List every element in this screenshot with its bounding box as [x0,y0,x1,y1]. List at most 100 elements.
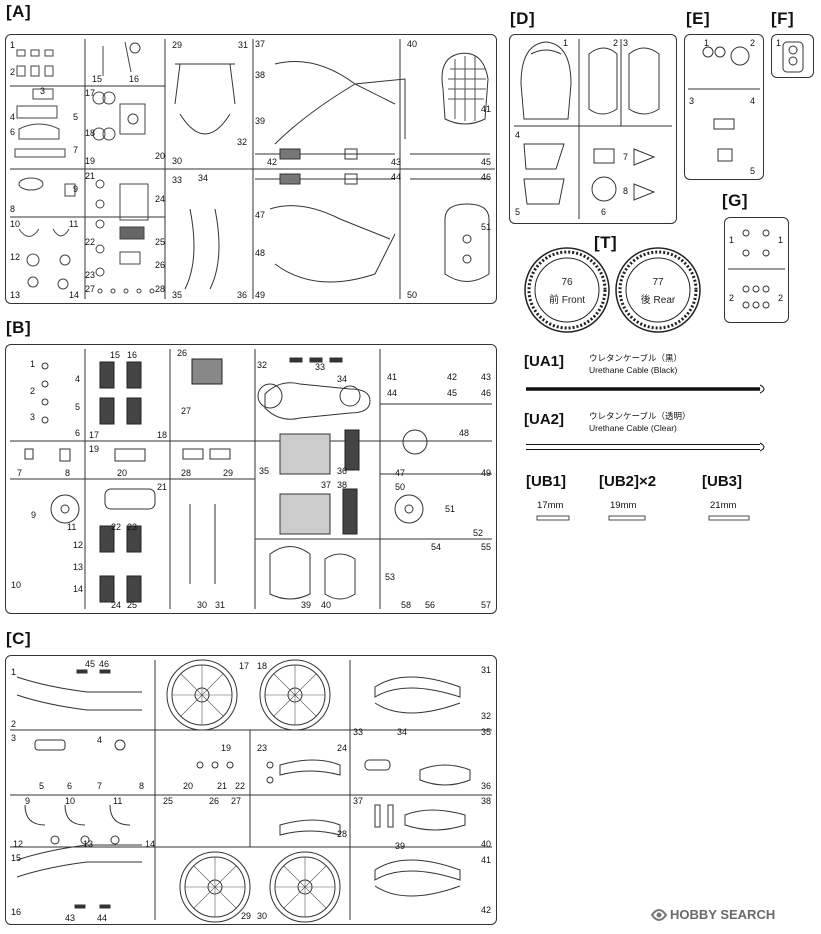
b-num-37: 37 [321,480,332,490]
a-num-45: 45 [481,157,492,167]
tube-ub1-size: 17mm [537,500,564,511]
b-num-27: 27 [181,406,192,416]
tire-rear-number: 77 [652,277,664,288]
a-num-49: 49 [255,290,266,300]
b-num-28: 28 [181,468,192,478]
d-num-5: 5 [515,207,521,217]
a-num-4: 4 [10,112,16,122]
b-num-13: 13 [73,562,84,572]
c-num-31: 31 [481,665,492,675]
c-num-22: 22 [235,781,246,791]
b-num-5: 5 [75,402,81,412]
b-num-29: 29 [223,468,234,478]
g-num-2b: 2 [778,293,784,303]
c-num-30: 30 [257,911,268,921]
a-num-5: 5 [73,112,79,122]
e-num-4: 4 [750,96,756,106]
b-num-23: 23 [127,522,138,532]
c-num-9: 9 [25,796,31,806]
a-num-3: 3 [40,86,46,96]
sprue-g-numbers: 1 1 2 2 [724,217,789,323]
b-num-38: 38 [337,480,348,490]
tire-front [524,247,610,333]
c-num-10: 10 [65,796,76,806]
a-num-36: 36 [237,290,248,300]
tube-ub2-size: 19mm [610,500,637,511]
sprue-c-label: [C] [6,629,32,648]
c-num-1: 1 [11,667,17,677]
b-num-9: 9 [31,510,37,520]
sprue-b-drawing [10,349,492,609]
sprue-a-label: [A] [6,2,32,21]
a-num-34: 34 [198,173,209,183]
b-num-55: 55 [481,542,492,552]
b-num-20: 20 [117,468,128,478]
a-num-41: 41 [481,104,492,114]
c-num-4: 4 [97,735,103,745]
b-num-30: 30 [197,600,208,610]
sprue-a-numbers: 1 2 3 4 5 6 7 8 9 10 11 12 13 14 15 16 1… [5,34,497,304]
b-num-6: 6 [75,428,81,438]
b-num-2: 2 [30,386,36,396]
a-num-46: 46 [481,172,492,182]
b-num-57: 57 [481,600,492,610]
b-num-54: 54 [431,542,442,552]
a-num-11: 11 [69,219,79,229]
sprue-a-drawing [10,39,495,299]
a-num-35: 35 [172,290,183,300]
sprue-c-numbers: 1 2 3 4 5 6 7 8 9 10 11 12 13 14 15 16 1… [5,655,497,925]
a-num-48: 48 [255,248,266,258]
c-num-8: 8 [139,781,145,791]
a-num-12: 12 [10,252,21,262]
sprue-d-label: [D] [510,9,536,28]
sprue-e-frame [684,34,764,180]
a-num-38: 38 [255,70,266,80]
a-num-6: 6 [10,127,16,137]
sprue-d-numbers: 1 2 3 4 5 6 7 8 [509,34,677,224]
a-num-22: 22 [85,237,96,247]
a-num-51: 51 [481,222,492,232]
b-num-8: 8 [65,468,71,478]
b-num-51: 51 [445,504,456,514]
tube-ub3-size: 21mm [710,500,737,511]
a-num-17: 17 [85,88,96,98]
c-num-15: 15 [11,853,22,863]
c-num-14: 14 [145,839,156,849]
a-num-25: 25 [155,237,166,247]
a-num-7: 7 [73,145,79,155]
d-num-8: 8 [623,186,629,196]
b-num-32: 32 [257,360,268,370]
b-num-18: 18 [157,430,168,440]
c-num-35: 35 [481,727,492,737]
c-num-29: 29 [241,911,252,921]
b-num-22: 22 [111,522,122,532]
b-num-14: 14 [73,584,84,594]
a-num-50: 50 [407,290,418,300]
a-num-15: 15 [92,74,103,84]
c-num-32: 32 [481,711,492,721]
b-num-36: 36 [337,466,348,476]
a-num-40: 40 [407,39,418,49]
sprue-c-frame [5,655,497,925]
c-num-36: 36 [481,781,492,791]
c-num-7: 7 [97,781,103,791]
b-num-26: 26 [177,348,188,358]
b-num-24: 24 [111,600,122,610]
c-num-28: 28 [337,829,348,839]
a-num-44: 44 [391,172,402,182]
g-num-2a: 2 [729,293,735,303]
sprue-e-label: [E] [686,9,711,28]
c-num-37a: 37 [353,796,364,806]
hobby-search-logo-icon [650,909,668,921]
c-num-13: 13 [83,839,94,849]
sprue-b-numbers: 1 2 3 4 5 6 7 8 9 10 11 12 13 14 15 16 1… [5,344,497,614]
watermark-text: HOBBY SEARCH [670,907,776,922]
b-num-42: 42 [447,372,458,382]
cable-ua2-label: [UA2] [524,411,564,428]
b-num-11: 11 [67,522,77,532]
sprue-c-drawing [10,659,492,923]
b-num-19: 19 [89,444,100,454]
c-num-21: 21 [217,781,228,791]
b-num-21: 21 [157,482,168,492]
c-num-11: 11 [113,796,123,806]
